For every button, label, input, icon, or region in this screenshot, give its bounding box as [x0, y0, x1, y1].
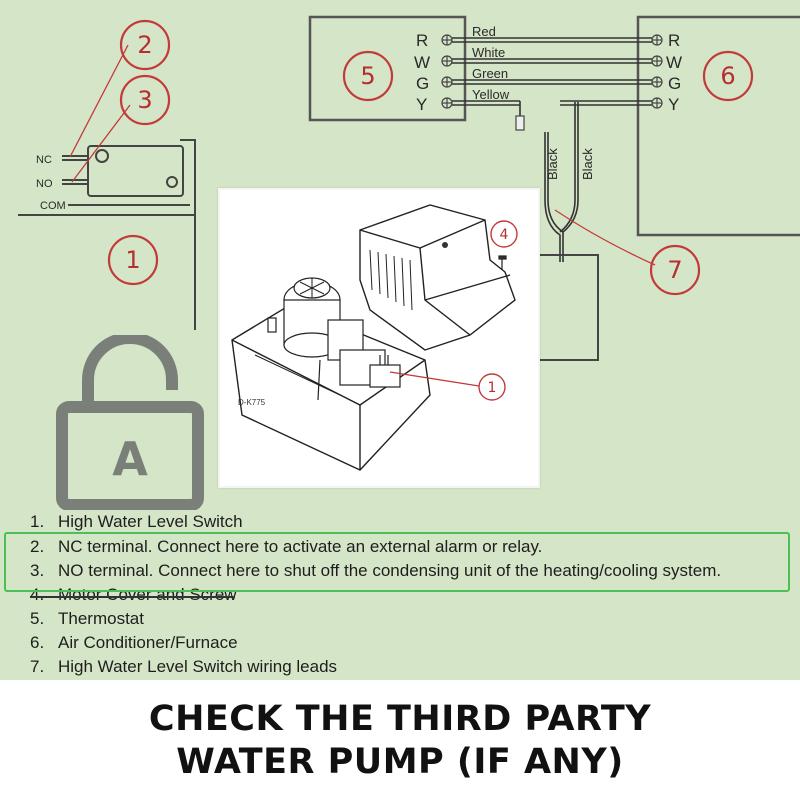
thermostat-terminal-y: Y [416, 95, 427, 114]
legend-strike [30, 596, 235, 598]
unlocked-padlock-icon: A [56, 335, 204, 510]
motor-fan-detail [299, 278, 325, 298]
wire-label-white: White [472, 45, 505, 60]
legend-num: 5. [30, 609, 45, 628]
thermostat-terminal-r: R [416, 31, 428, 50]
callout-2: 2 [137, 31, 152, 59]
unit-terminal-y: Y [668, 95, 679, 114]
pump-drawing: 4 [231, 204, 518, 471]
motor-cover [359, 204, 516, 351]
legend-text: High Water Level Switch [58, 512, 243, 531]
inset-stem [267, 317, 277, 333]
callout-3: 3 [137, 86, 152, 114]
black-lead-label-1: Black [545, 148, 560, 180]
caption-line-1: CHECK THE THIRD PARTY [148, 699, 652, 739]
air-conditioner-box [636, 15, 800, 237]
thermostat-box [308, 15, 467, 122]
unit-terminal-screws [651, 34, 663, 109]
unit-terminal-r: R [668, 31, 680, 50]
black-lead-label-2: Black [580, 148, 595, 180]
legend-num: 2. [30, 537, 45, 556]
wire-label-yellow: Yellow [472, 87, 510, 102]
padlock-watermark: A [50, 335, 210, 510]
thermostat-wires [452, 37, 652, 118]
legend-item-3: 3. NO terminal. Connect here to shut off … [30, 559, 721, 583]
callout-6: 6 [720, 62, 735, 90]
legend-num: 6. [30, 633, 45, 652]
black-leads [544, 102, 579, 262]
high-water-switch [18, 139, 196, 330]
callout-5-circle [342, 50, 394, 102]
padlock-letter: A [112, 432, 148, 486]
callout-7: 7 [667, 256, 682, 284]
callout-2-circle [119, 19, 171, 71]
callout-2-line [69, 44, 129, 158]
callout-7-circle [649, 244, 701, 296]
legend-num: 3. [30, 561, 45, 580]
legend-item-7: 7. High Water Level Switch wiring leads [30, 655, 337, 679]
switch-terminal-nc: NC [36, 154, 52, 166]
unit-terminal-w: W [666, 53, 682, 72]
legend-text: NO terminal. Connect here to shut off th… [58, 561, 722, 580]
callout-7-line [554, 209, 656, 266]
highlight-box [4, 532, 790, 592]
unit-terminal-g: G [668, 74, 681, 93]
switch-terminal-no: NO [36, 178, 53, 190]
legend-num: 1. [30, 512, 45, 531]
wiring-diagram: R W G Y R W G Y [0, 0, 800, 680]
switch-terminal-com: COM [40, 200, 66, 212]
legend-num: 4. [30, 585, 45, 604]
thermostat-terminal-screws [441, 34, 453, 109]
wire-label-red: Red [472, 24, 496, 39]
wiring-diagram-svg: R W G Y R W G Y [18, 15, 800, 361]
inset-callout-4-circle [490, 220, 518, 248]
pump-inset-image: 4 [218, 188, 540, 488]
cover-screw-hole [442, 242, 448, 248]
legend-text: High Water Level Switch wiring leads [58, 657, 338, 676]
legend-item-4: 4. Motor Cover and Screw [30, 583, 237, 607]
legend-num: 7. [30, 657, 45, 676]
callout-1-circle [107, 234, 159, 286]
screw-icon [498, 255, 507, 270]
callout-3-line [71, 104, 131, 183]
legend-text: NC terminal. Connect here to activate an… [58, 537, 543, 556]
legend: 1. High Water Level Switch 2. NC terminal.… [0, 508, 800, 680]
caption: CHECK THE THIRD PARTY WATER PUMP (IF ANY… [0, 680, 800, 800]
wire-nut [515, 115, 525, 131]
callout-6-circle [702, 50, 754, 102]
inset-callout-1-circle [478, 373, 506, 401]
inset-high-water-switch [369, 355, 401, 388]
callout-5: 5 [360, 62, 375, 90]
legend-item-6: 6. Air Conditioner/Furnace [30, 631, 238, 655]
inset-callout-4: 4 [500, 227, 509, 243]
pump-outline-right [540, 254, 599, 361]
legend-item-2: 2. NC terminal. Connect here to activate … [30, 535, 542, 559]
caption-line-2: WATER PUMP (IF ANY) [176, 742, 624, 782]
inset-callout-1: 1 [488, 380, 497, 396]
callout-3-circle [119, 74, 171, 126]
wire-label-green: Green [472, 66, 508, 81]
legend-item-5: 5. Thermostat [30, 607, 144, 631]
thermostat-terminal-w: W [414, 53, 430, 72]
inset-model-label: D-K775 [238, 398, 266, 407]
legend-item-1: 1. High Water Level Switch [30, 510, 243, 534]
thermostat-terminal-g: G [416, 74, 429, 93]
legend-text: Thermostat [58, 609, 144, 628]
callout-1: 1 [125, 246, 140, 274]
legend-text: Air Conditioner/Furnace [58, 633, 238, 652]
inset-callout-1-line [389, 371, 480, 387]
legend-text: Motor Cover and Screw [58, 585, 237, 604]
